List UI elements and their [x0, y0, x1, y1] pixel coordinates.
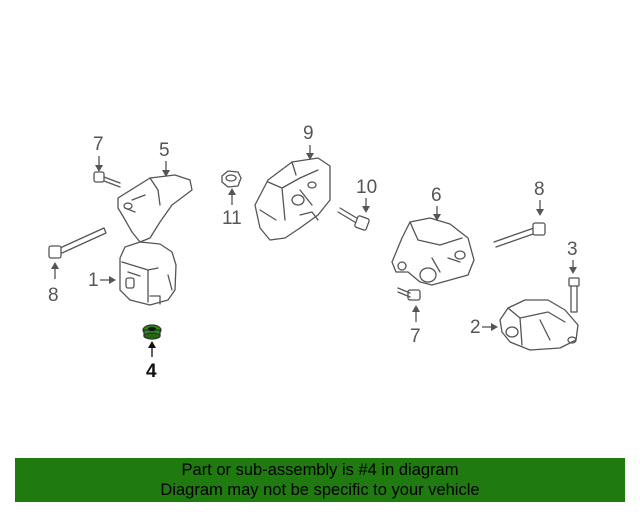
callout-1: 1 — [88, 270, 116, 291]
part-6-bracket[interactable] — [391, 217, 475, 286]
svg-text:10: 10 — [356, 177, 377, 198]
callout-8-right: 8 — [534, 179, 545, 216]
part-11-nut[interactable] — [221, 170, 242, 188]
callout-3: 3 — [567, 239, 578, 274]
callout-7-upper: 7 — [93, 134, 104, 172]
callout-9: 9 — [303, 123, 314, 160]
svg-text:1: 1 — [88, 270, 99, 291]
svg-text:4: 4 — [146, 361, 157, 382]
callout-5: 5 — [159, 140, 170, 177]
svg-text:7: 7 — [410, 326, 421, 347]
part-1-engine-mount[interactable] — [119, 241, 177, 306]
part-9-mount-bracket[interactable] — [254, 157, 331, 241]
callout-10: 10 — [356, 177, 377, 213]
part-7-bolt-upper[interactable] — [93, 171, 121, 188]
callout-8-left: 8 — [48, 262, 59, 306]
svg-text:11: 11 — [222, 208, 242, 229]
svg-text:2: 2 — [470, 317, 481, 338]
svg-text:8: 8 — [534, 179, 545, 200]
svg-text:3: 3 — [567, 239, 578, 260]
svg-text:5: 5 — [159, 140, 170, 161]
part-4-nut[interactable] — [142, 324, 162, 340]
callout-2: 2 — [470, 317, 498, 338]
part-3-stud[interactable] — [568, 277, 580, 313]
svg-text:9: 9 — [303, 123, 314, 144]
svg-text:6: 6 — [431, 185, 442, 206]
banner-line-2: Diagram may not be specific to your vehi… — [160, 481, 480, 499]
part-10-bolt[interactable] — [337, 207, 370, 231]
callout-7-lower: 7 — [410, 305, 421, 347]
part-8-bolt-right[interactable] — [493, 222, 546, 248]
part-5-bracket[interactable] — [117, 174, 193, 243]
info-banner: Part or sub-assembly is #4 in diagram Di… — [15, 458, 625, 502]
callout-6: 6 — [431, 185, 442, 221]
banner-line-1: Part or sub-assembly is #4 in diagram — [181, 461, 459, 479]
svg-text:8: 8 — [48, 285, 59, 306]
callout-4-highlighted: 4 — [146, 341, 157, 382]
svg-text:7: 7 — [93, 134, 104, 155]
part-2-transmission-mount[interactable] — [499, 299, 579, 351]
part-7-bolt-lower[interactable] — [397, 287, 421, 301]
callout-11: 11 — [222, 188, 242, 229]
part-8-bolt-left[interactable] — [48, 227, 107, 259]
